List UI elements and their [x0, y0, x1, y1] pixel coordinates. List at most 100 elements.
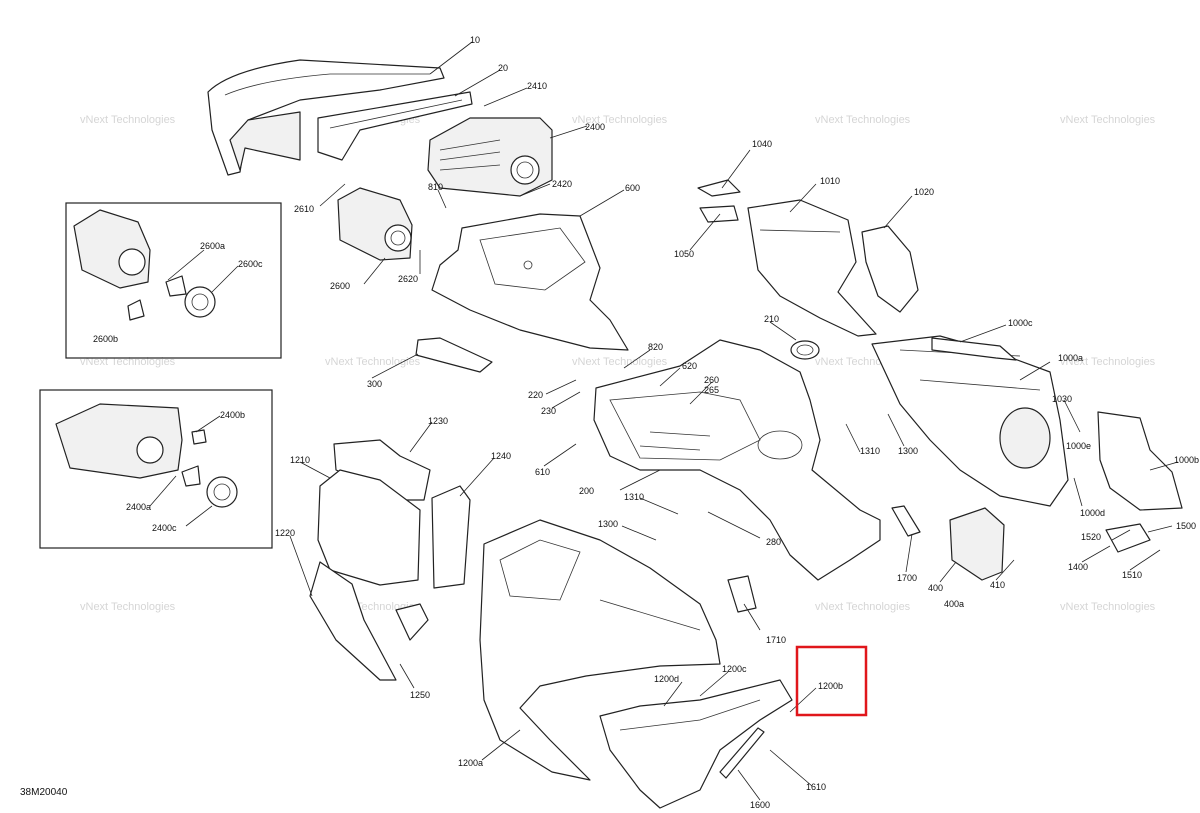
callout-260: 260: [704, 375, 719, 385]
part-1210-panel: [317, 469, 421, 586]
watermark-layer: vNext Technologies vNext Technologies vN…: [80, 114, 1156, 613]
part-1600-bar: [719, 727, 765, 779]
part-400-bracket: [949, 507, 1005, 581]
part-2400-headlight: [427, 117, 553, 197]
callout-620: 620: [682, 361, 697, 371]
callout-2420: 2420: [552, 179, 572, 189]
callout-400a: 400a: [944, 599, 964, 609]
callout-210: 210: [764, 314, 779, 324]
callout-2400c: 2400c: [152, 523, 177, 533]
callout-1510: 1510: [1122, 570, 1142, 580]
part-1200b-lower-trim: [599, 679, 793, 809]
callout-1000e: 1000e: [1066, 441, 1091, 451]
watermark: vNext Technologies: [1060, 114, 1156, 126]
callout-300: 300: [367, 379, 382, 389]
callout-1310-left: 1310: [624, 492, 644, 502]
part-20-trim-strip: [317, 91, 473, 161]
part-300-plate: [415, 337, 493, 373]
callout-2600a: 2600a: [200, 241, 225, 251]
callout-2410: 2410: [527, 81, 547, 91]
callout-1210: 1210: [290, 455, 310, 465]
watermark: vNext Technologies: [80, 114, 176, 126]
callout-1300-right: 1300: [898, 446, 918, 456]
callout-410: 410: [990, 580, 1005, 590]
highlight-box-1200b: [795, 645, 868, 717]
part-1010-side-panel: [747, 199, 877, 337]
callout-1000b: 1000b: [1174, 455, 1199, 465]
callout-1010: 1010: [820, 176, 840, 186]
callout-1600: 1600: [750, 800, 770, 810]
callout-1240: 1240: [491, 451, 511, 461]
callout-1400: 1400: [1068, 562, 1088, 572]
part-1200a-side-panel: [479, 519, 721, 781]
callout-610: 610: [535, 467, 550, 477]
inset-2400-parts: [55, 403, 238, 508]
callout-600: 600: [625, 183, 640, 193]
callout-2600: 2600: [330, 281, 350, 291]
callout-1220: 1220: [275, 528, 295, 538]
callout-2600b: 2600b: [93, 334, 118, 344]
part-1000-side-fairing: [871, 335, 1069, 507]
callout-2610: 2610: [294, 204, 314, 214]
watermark: vNext Technologies: [1060, 601, 1156, 613]
callout-1200a: 1200a: [458, 758, 483, 768]
callout-280: 280: [766, 537, 781, 547]
callout-1030: 1030: [1052, 394, 1072, 404]
watermark: vNext Technologies: [80, 601, 176, 613]
part-1500-latch: [1105, 523, 1151, 553]
callout-220: 220: [528, 390, 543, 400]
part-1250-piece: [395, 603, 429, 641]
callout-20: 20: [498, 63, 508, 73]
callout-1040: 1040: [752, 139, 772, 149]
callout-1000c: 1000c: [1008, 318, 1033, 328]
watermark: vNext Technologies: [815, 601, 911, 613]
callout-2400: 2400: [585, 122, 605, 132]
callout-1230: 1230: [428, 416, 448, 426]
watermark: vNext Technologies: [815, 114, 911, 126]
callout-1200b: 1200b: [818, 681, 843, 691]
callout-1700: 1700: [897, 573, 917, 583]
watermark: vNext Technologies: [80, 356, 176, 368]
callout-1000d: 1000d: [1080, 508, 1105, 518]
callout-1250: 1250: [410, 690, 430, 700]
part-210-cap: [790, 340, 820, 360]
callout-230: 230: [541, 406, 556, 416]
watermark: vNext Technologies: [325, 356, 421, 368]
inset-frame-headlight-2600: [65, 202, 282, 359]
callout-1200c: 1200c: [722, 664, 747, 674]
callout-1310-right: 1310: [860, 446, 880, 456]
callout-2400a: 2400a: [126, 502, 151, 512]
inset-2600-parts: [73, 209, 216, 321]
callout-1020: 1020: [914, 187, 934, 197]
callout-1000a: 1000a: [1058, 353, 1083, 363]
diagram-code: 38M20040: [20, 787, 68, 798]
inset-frame-headlight-2400: [39, 389, 273, 549]
callout-2620: 2620: [398, 274, 418, 284]
callout-1500: 1500: [1176, 521, 1196, 531]
part-1040-piece: [697, 179, 741, 197]
callout-10: 10: [470, 35, 480, 45]
callout-265: 265: [704, 385, 719, 395]
part-1220-panel: [309, 561, 397, 681]
watermark: vNext Technologies: [572, 114, 668, 126]
callout-810: 810: [428, 182, 443, 192]
part-1710-plate: [727, 575, 757, 613]
callout-1710: 1710: [766, 635, 786, 645]
callout-labels: 10 20 2410 2400 2420 600 810 2610 2620 2…: [93, 35, 1199, 810]
part-1020-insert: [861, 225, 919, 313]
callout-1050: 1050: [674, 249, 694, 259]
part-1700-strip: [891, 505, 921, 537]
callout-1300-left: 1300: [598, 519, 618, 529]
callout-2400b: 2400b: [220, 410, 245, 420]
part-1000b-side-piece: [1097, 411, 1183, 511]
part-10-upper-cowl: [207, 59, 445, 176]
callout-1200d: 1200d: [654, 674, 679, 684]
leader-lines: [149, 41, 1179, 801]
watermark: vNext Technologies: [572, 356, 668, 368]
callout-820: 820: [648, 342, 663, 352]
part-1050-piece: [699, 205, 739, 223]
part-600-front-fairing: [431, 213, 629, 351]
watermark: vNext Technologies: [1060, 356, 1156, 368]
callout-2600c: 2600c: [238, 259, 263, 269]
